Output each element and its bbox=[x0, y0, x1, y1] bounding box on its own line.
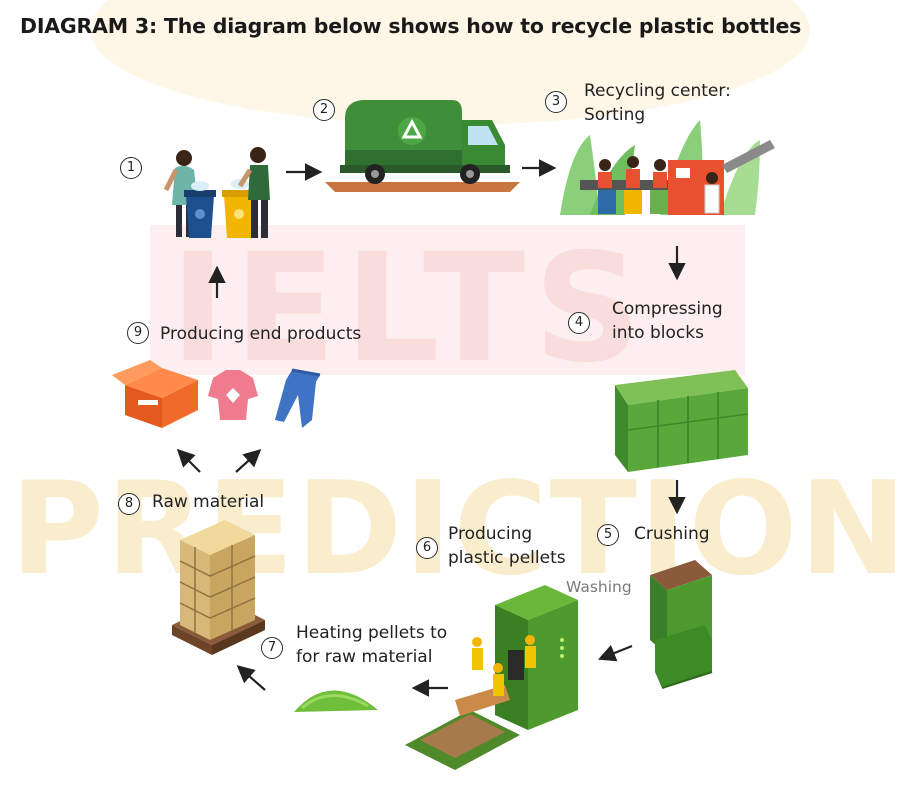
arrow-8-to-9a bbox=[180, 452, 200, 472]
step-3-label-line-1: Recycling center: bbox=[584, 80, 731, 103]
arrow-5-to-6 bbox=[602, 646, 632, 658]
step-1-number: 1 bbox=[120, 157, 142, 179]
step-9-label-line-1: Producing end products bbox=[160, 323, 361, 346]
step-7-number: 7 bbox=[261, 637, 283, 659]
step-4-label-line-2: into blocks bbox=[612, 322, 704, 345]
step-9-number: 9 bbox=[127, 322, 149, 344]
step-8-number: 8 bbox=[118, 493, 140, 515]
step-4-label-line-1: Compressing bbox=[612, 298, 723, 321]
washing-annotation: Washing bbox=[566, 576, 632, 599]
step-6-label-line-1: Producing bbox=[448, 523, 532, 546]
step-7-label-line-1: Heating pellets to bbox=[296, 622, 447, 645]
step-3-label-line-2: Sorting bbox=[584, 104, 645, 127]
step-7-label-line-2: for raw material bbox=[296, 646, 432, 669]
step-4-number: 4 bbox=[568, 312, 590, 334]
arrow-7-to-8 bbox=[240, 668, 265, 690]
step-8-label-line-1: Raw material bbox=[152, 491, 264, 514]
step-6-label-line-2: plastic pellets bbox=[448, 547, 566, 570]
arrow-8-to-9b bbox=[236, 452, 258, 472]
step-6-number: 6 bbox=[416, 537, 438, 559]
step-5-number: 5 bbox=[597, 524, 619, 546]
step-3-number: 3 bbox=[545, 91, 567, 113]
step-2-number: 2 bbox=[313, 99, 335, 121]
step-5-label-line-1: Crushing bbox=[634, 523, 710, 546]
